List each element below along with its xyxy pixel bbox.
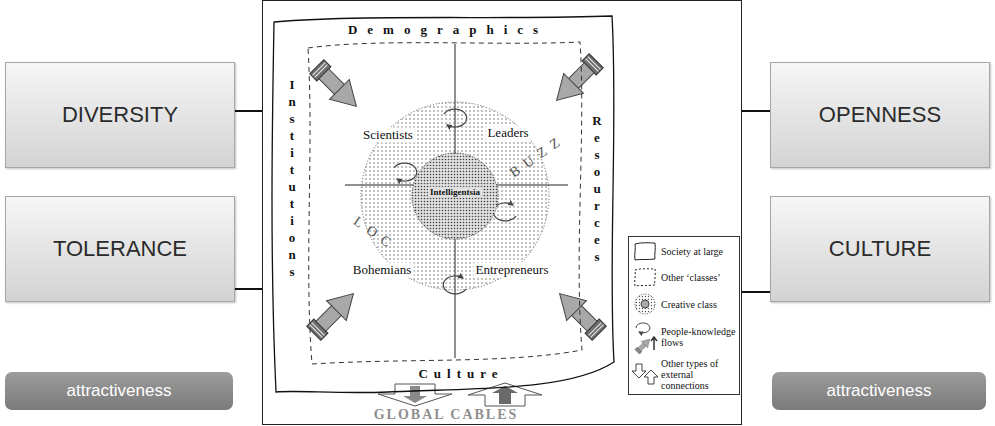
legend-swatch [632, 320, 658, 354]
legend-text: Other types of external connections [661, 358, 736, 391]
box-label: OPENNESS [819, 102, 941, 128]
panel-ground [262, 0, 742, 425]
quadrant-label: Bohemians [351, 263, 414, 278]
legend-sample [635, 243, 656, 260]
region-label: Institutions [281, 76, 304, 280]
legend-swatch [632, 266, 658, 288]
tag-label: attractiveness [67, 381, 172, 401]
other-classes-border [308, 42, 582, 364]
connector-line [742, 291, 770, 293]
cable-arrow-core [403, 386, 427, 403]
legend-row: People-knowledge flows [632, 320, 736, 354]
tag-label: attractiveness [827, 381, 932, 401]
quadrant-label: Scientists [361, 128, 415, 143]
stipple-core [412, 153, 498, 239]
box-label: TOLERANCE [53, 236, 187, 262]
legend-row: Society at large [632, 240, 736, 262]
legend-text: People-knowledge flows [661, 326, 736, 348]
legend-sample [635, 294, 655, 314]
flow-arrow [307, 57, 366, 116]
connector-line [742, 110, 770, 112]
legend-sample [641, 300, 649, 308]
legend-row: Creative class [632, 292, 736, 316]
quadrant-label: Leaders [485, 126, 530, 141]
box-label: DIVERSITY [62, 102, 178, 128]
factor-box: OPENNESS [770, 62, 990, 168]
legend-sample [636, 323, 650, 333]
legend-swatch [632, 292, 658, 316]
factor-box: CULTURE [770, 196, 990, 302]
flow-arrow [304, 284, 363, 343]
society-region: DemographicsInstitutions ResourcesCulture… [268, 12, 618, 396]
quadrant-label: Entrepreneurs [474, 263, 551, 278]
legend-text: Society at large [661, 246, 736, 257]
attractiveness-tag: attractiveness [772, 372, 986, 410]
creative-class-circle: ScientistsLeadersBohemiansEntrepreneursI… [360, 101, 550, 291]
legend-swatch [632, 240, 658, 262]
region-label: Culture [412, 367, 503, 382]
legend-sample [635, 269, 656, 286]
legend-swatch [632, 360, 658, 390]
legend-text: Other ‘classes’ [661, 272, 736, 283]
legend-row: Other ‘classes’ [632, 266, 736, 288]
attractiveness-tag: attractiveness [5, 372, 233, 410]
cable-arrow [378, 384, 452, 406]
connector-line [235, 110, 262, 112]
factor-box: DIVERSITY [5, 62, 235, 168]
factor-box: TOLERANCE [5, 196, 235, 302]
legend-row: Other types of external connections [632, 358, 736, 391]
legend-sample [632, 364, 646, 378]
region-label: Demographics [338, 23, 548, 38]
legend-sample [651, 337, 657, 350]
intelligentsia-core: Intelligentsia [411, 152, 499, 240]
cables-label: GLOBAL CABLES [372, 407, 519, 423]
legend-box: Society at largeOther ‘classes’ Creative … [628, 236, 740, 395]
box-label: CULTURE [829, 236, 931, 262]
cable-arrow [468, 383, 542, 406]
region-label: Resources [586, 112, 609, 265]
society-border [272, 16, 614, 393]
core-label: Intelligentsia [428, 187, 482, 197]
legend-sample [644, 370, 658, 384]
legend-text: Creative class [661, 299, 736, 310]
legend-sample [634, 336, 653, 354]
connector-line [235, 288, 262, 290]
cable-arrow-core [492, 386, 518, 404]
flow-arrow [547, 51, 606, 110]
